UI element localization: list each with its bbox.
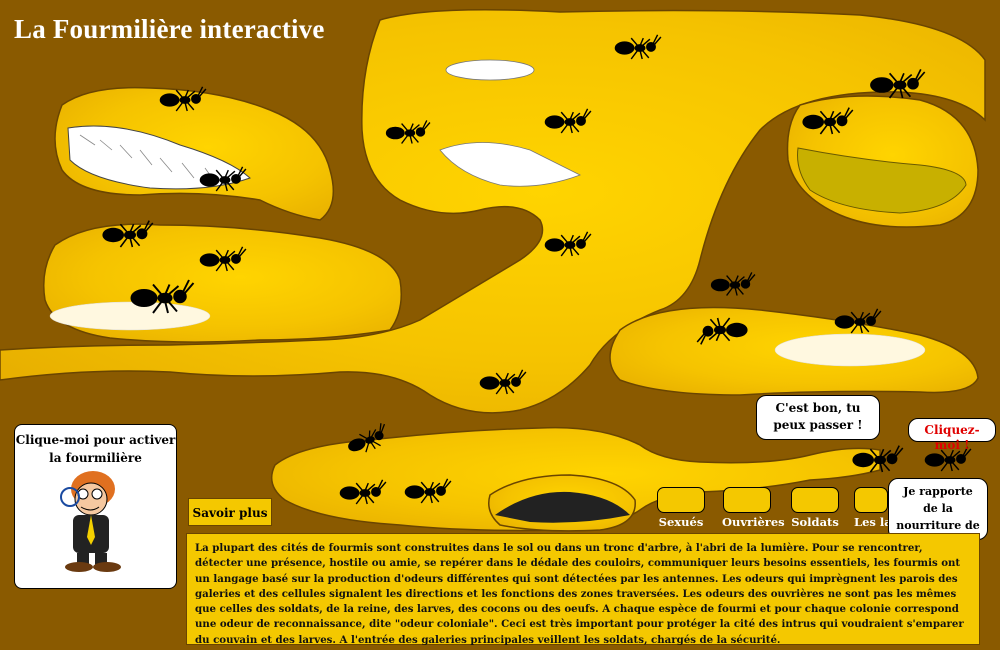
category-ouvrieres-button[interactable] (723, 487, 771, 513)
seed-store (797, 147, 967, 214)
category-soldats-label: Soldats (791, 515, 839, 529)
guard-speech-bubble: C'est bon, tu peux passer ! (756, 395, 880, 440)
info-text: La plupart des cités de fourmis sont con… (186, 533, 980, 646)
egg-cluster-left (49, 301, 211, 331)
larvae-cluster (439, 59, 581, 187)
category-ouvrieres-label: Ouvrières (722, 515, 785, 529)
category-ouvrieres[interactable]: Ouvrières (722, 487, 785, 529)
food-pile (495, 491, 630, 523)
category-larves[interactable]: Les la (854, 487, 888, 529)
cocoon-pile (67, 125, 251, 190)
category-larves-button[interactable] (854, 487, 888, 513)
guide-character-icon (59, 471, 121, 572)
activate-anthill-button[interactable]: Clique-moi pour activer la fourmilière (14, 424, 177, 589)
savoir-plus-button[interactable]: Savoir plus (188, 498, 272, 526)
worker-speech-bubble: Je rapporte de la nourriture de l'extéri… (888, 478, 988, 549)
category-sexues-button[interactable] (657, 487, 705, 513)
activate-label: Clique-moi pour activer la fourmilière (15, 433, 176, 465)
category-sexues-label: Sexués (658, 515, 704, 529)
click-me-button[interactable]: Cliquez-moi ! (908, 418, 996, 452)
category-soldats-button[interactable] (791, 487, 839, 513)
category-sexues[interactable]: Sexués (656, 487, 706, 529)
app-title: La Fourmilière interactive (14, 14, 325, 44)
category-soldats[interactable]: Soldats (790, 487, 840, 529)
egg-cluster-right (774, 333, 926, 367)
category-larves-label: Les la (854, 515, 888, 529)
